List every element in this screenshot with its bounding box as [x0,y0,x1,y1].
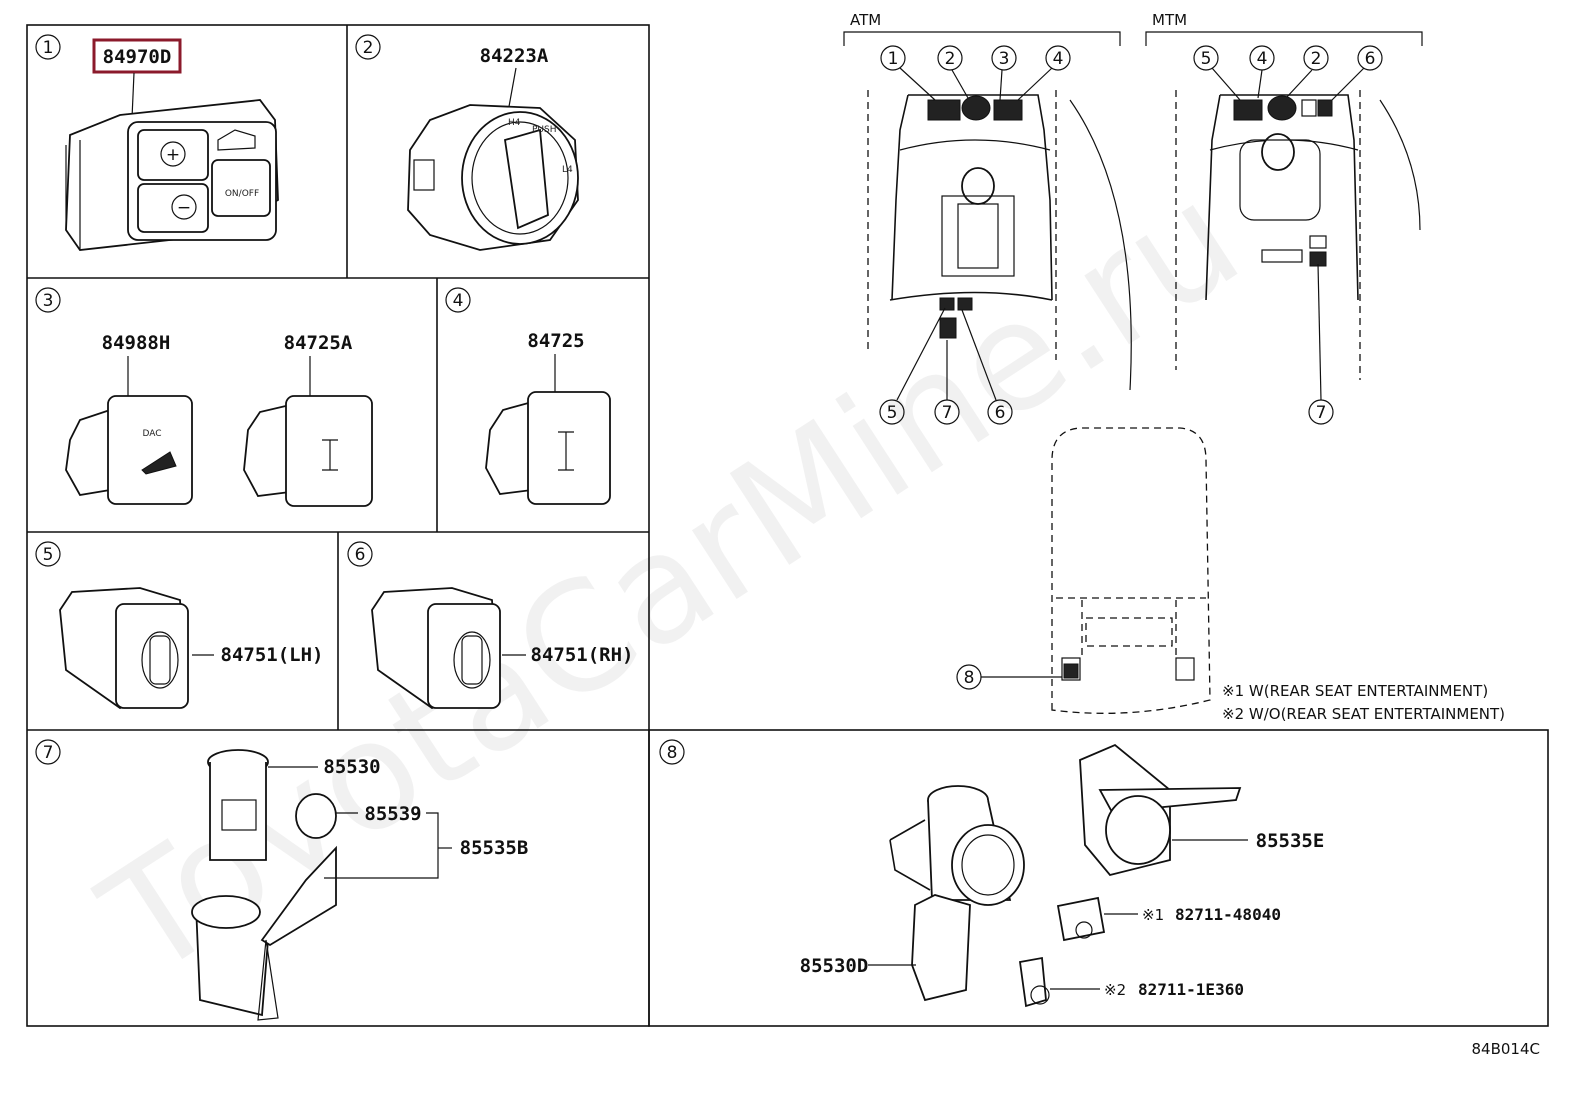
rear-callout: 8 [964,668,975,688]
note-mark-2: ※2 [1104,981,1126,999]
rear-outlet-illustration [889,743,1242,1008]
svg-text:6: 6 [995,403,1006,423]
panel-3: 3 84988H DAC 84725A [35,287,373,507]
mtm-console-illustration [1175,90,1421,380]
diagram-code: 84B014C [1472,1040,1540,1058]
atm-callouts-bottom: 5 7 6 [879,307,1013,425]
svg-text:2: 2 [1311,49,1322,69]
panel-1: 1 84970D + − ON/OFF [35,34,279,251]
svg-text:4: 4 [1257,49,1268,69]
4wd-switch-illustration [485,391,611,505]
part-number-85535B[interactable]: 85535B [460,837,529,859]
part-number-85539[interactable]: 85539 [364,803,421,825]
note-mark-1: ※1 [1142,906,1164,924]
svg-text:2: 2 [945,49,956,69]
transfer-dial-illustration: H4 PUSH L4 [407,104,579,251]
part-number-82711-48040[interactable]: 82711-48040 [1175,905,1281,924]
part-number-85530D[interactable]: 85530D [800,955,869,977]
cruise-switch-illustration: + − ON/OFF [65,99,279,251]
part-number-84751-rh[interactable]: 84751(RH) [531,644,634,666]
svg-text:7: 7 [1316,403,1327,423]
svg-text:6: 6 [1365,49,1376,69]
svg-text:5: 5 [887,403,898,423]
note-w-rear-seat-entertainment: ※1 W(REAR SEAT ENTERTAINMENT) [1222,682,1488,700]
atm-callouts-top: 1 2 3 4 [880,45,1071,101]
part-number-85535E[interactable]: 85535E [1256,830,1325,852]
plus-label: + [166,145,180,165]
panel-5: 5 84751(LH) [35,541,324,709]
minus-label: − [177,198,191,218]
panel-grid [26,24,1549,1027]
note-wo-rear-seat-entertainment: ※2 W/O(REAR SEAT ENTERTAINMENT) [1222,705,1505,723]
seat-heater-rh-illustration [371,587,501,709]
part-number-84725A[interactable]: 84725A [284,332,353,354]
4wd-switch-a-illustration [243,395,373,507]
panel-3-number: 3 [43,291,54,311]
panel-1-number: 1 [43,38,54,58]
panel-8: 8 85535E 85530D ※1 82711-48040 ※2 82711-… [659,739,1325,1008]
power-outlet-illustration [191,749,337,1021]
part-number-84751-lh[interactable]: 84751(LH) [221,644,324,666]
mtm-callouts-top: 5 4 2 6 [1193,45,1383,101]
dac-label: DAC [142,429,161,439]
rear-console-illustration: 8 [956,427,1211,714]
atm-label: ATM [850,11,881,29]
svg-text:4: 4 [1053,49,1064,69]
svg-text:7: 7 [942,403,953,423]
svg-text:5: 5 [1201,49,1212,69]
panel-7-number: 7 [43,743,54,763]
onoff-label: ON/OFF [225,189,259,199]
panel-2: 2 84223A H4 PUSH L4 [355,34,579,251]
panel-2-number: 2 [363,38,374,58]
panel-7: 7 85530 85539 85535B [35,739,529,1021]
l4-label: L4 [562,165,573,175]
atm-console-illustration [867,90,1132,391]
mtm-label: MTM [1152,11,1187,29]
panel-4: 4 84725 [445,287,611,505]
seat-heater-lh-illustration [59,587,189,709]
dac-switch-illustration: DAC [65,395,193,505]
panel-6-number: 6 [355,545,366,565]
part-number-84725[interactable]: 84725 [527,330,584,352]
part-number-84970D[interactable]: 84970D [103,46,172,68]
push-label: PUSH [532,125,557,135]
panel-6: 6 84751(RH) [347,541,634,709]
panel-4-number: 4 [453,291,464,311]
part-number-84223A[interactable]: 84223A [480,45,549,67]
h4-label: H4 [508,118,521,128]
panel-8-number: 8 [667,743,678,763]
highlight-box [92,38,182,74]
panel-5-number: 5 [43,545,54,565]
part-number-84988H[interactable]: 84988H [102,332,171,354]
part-number-82711-1E360[interactable]: 82711-1E360 [1138,980,1244,999]
svg-text:3: 3 [999,49,1010,69]
overview: ATM MTM 1 2 3 4 [843,11,1505,723]
watermark: ToyotaCarMine.ru [74,151,1269,1011]
part-number-85530[interactable]: 85530 [323,756,380,778]
mtm-callouts-bottom: 7 [1308,263,1334,425]
svg-text:1: 1 [888,49,899,69]
